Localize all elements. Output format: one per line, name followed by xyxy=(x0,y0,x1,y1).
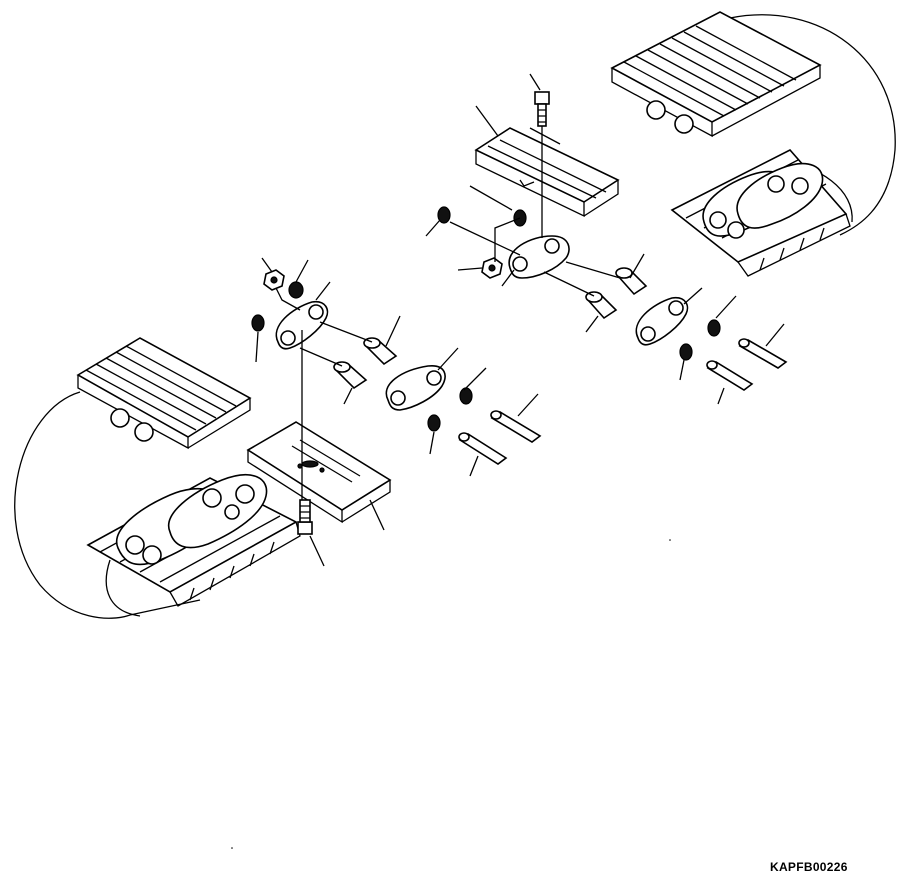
shoe-bolt-lower-icon xyxy=(297,499,313,535)
track-link-center-upper-icon xyxy=(508,235,570,279)
bushing-icon xyxy=(333,267,648,390)
seal-ring-icon xyxy=(251,206,721,432)
left-track-links-icon xyxy=(115,474,268,566)
shoe-nut-upper-icon xyxy=(481,257,503,279)
right-upper-shoes-icon xyxy=(610,11,822,138)
left-track-assembly xyxy=(14,337,301,619)
track-pin-icon xyxy=(458,338,788,465)
shoe-nut-lower-icon xyxy=(263,269,285,291)
right-track-assembly xyxy=(610,11,896,277)
track-link-center-left-icon xyxy=(275,300,329,350)
leader-lines xyxy=(255,73,785,567)
track-link-center-middle-icon xyxy=(385,365,446,411)
drawing-code-label: KAPFB00226 xyxy=(770,860,848,874)
track-link-center-right-icon xyxy=(635,296,689,346)
shoe-bolt-upper-icon xyxy=(534,91,550,127)
assembly-axis-lines xyxy=(275,126,621,500)
left-upper-shoes-icon xyxy=(76,337,252,450)
right-track-links-icon xyxy=(702,162,824,239)
track-shoe-upper-icon xyxy=(474,127,620,218)
track-shoe-lower-icon xyxy=(246,421,392,524)
